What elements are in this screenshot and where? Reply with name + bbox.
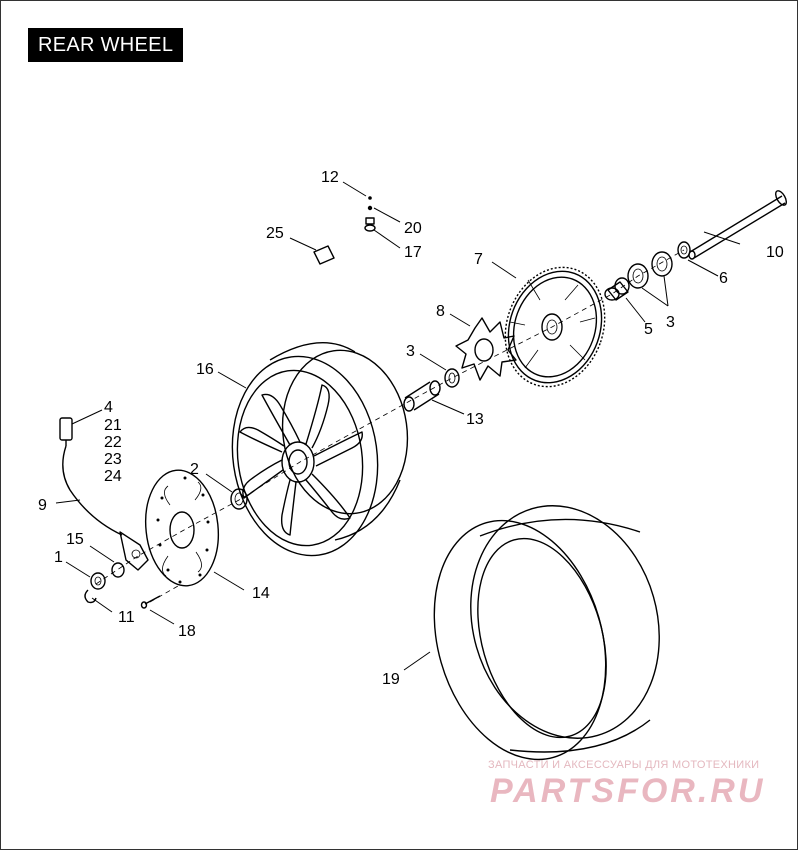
- callout-8: 8: [436, 303, 445, 320]
- callout-14: 14: [252, 585, 270, 602]
- callout-11: 11: [118, 609, 135, 626]
- callout-24: 24: [104, 468, 122, 485]
- callout-23: 23: [104, 451, 122, 468]
- wheel-speed-sensor: [59, 417, 149, 571]
- wheel-bearing-inner: [627, 263, 649, 289]
- callout-22: 22: [104, 434, 122, 451]
- retaining-clip: [84, 589, 97, 604]
- leader-lines: [55, 181, 741, 671]
- callout-7: 7: [474, 251, 483, 268]
- callout-10: 10: [766, 244, 784, 261]
- callout-20: 20: [404, 220, 422, 237]
- brake-disc-bolt: [140, 595, 161, 609]
- callout-9: 9: [38, 497, 47, 514]
- brake-disc: [144, 469, 220, 587]
- callout-5: 5: [644, 321, 653, 338]
- callout-3-right: 3: [666, 314, 675, 331]
- callout-2: 2: [190, 461, 199, 478]
- bolt-centerline: [149, 585, 179, 603]
- watermark-tagline: ЗАПЧАСТИ И АКСЕССУАРЫ ДЛЯ МОТОТЕХНИКИ: [488, 759, 760, 771]
- rear-axle: [688, 190, 787, 260]
- axle-centerline: [95, 249, 685, 585]
- bearing-spacer: [604, 277, 630, 301]
- callout-1: 1: [54, 549, 63, 566]
- watermark-brand: PARTSFOR.RU: [490, 772, 766, 810]
- callout-6: 6: [719, 270, 728, 287]
- hub-spacer-tube: [403, 380, 441, 412]
- balance-weight: [313, 245, 335, 265]
- callout-16: 16: [196, 361, 214, 378]
- rear-sprocket: [504, 266, 606, 388]
- axle-spacer-ring: [677, 241, 691, 259]
- callout-17: 17: [404, 244, 422, 261]
- wheel-bearing-outer: [651, 251, 673, 277]
- callout-4: 4: [104, 399, 113, 416]
- rear-tire: [433, 505, 660, 761]
- sensor-spacer: [111, 562, 125, 578]
- callout-12: 12: [321, 169, 339, 186]
- valve-stem: [364, 196, 376, 232]
- callout-25: 25: [266, 225, 284, 242]
- wheel-seal: [230, 488, 248, 510]
- callout-labels: 12 20 17 25 10 6 3 5 7 8 3 13 16 2 4 21 …: [38, 169, 784, 688]
- callout-21: 21: [104, 417, 122, 434]
- axle-nut: [90, 572, 106, 590]
- rear-wheel-rim: [231, 342, 409, 557]
- page-title: REAR WHEEL: [28, 28, 184, 62]
- callout-19: 19: [382, 671, 400, 688]
- callout-18: 18: [178, 623, 196, 640]
- callout-15: 15: [66, 531, 84, 548]
- hub-bearing: [444, 368, 460, 388]
- callout-13: 13: [466, 411, 484, 428]
- callout-3-hub: 3: [406, 343, 415, 360]
- cush-drive-damper: [455, 317, 517, 381]
